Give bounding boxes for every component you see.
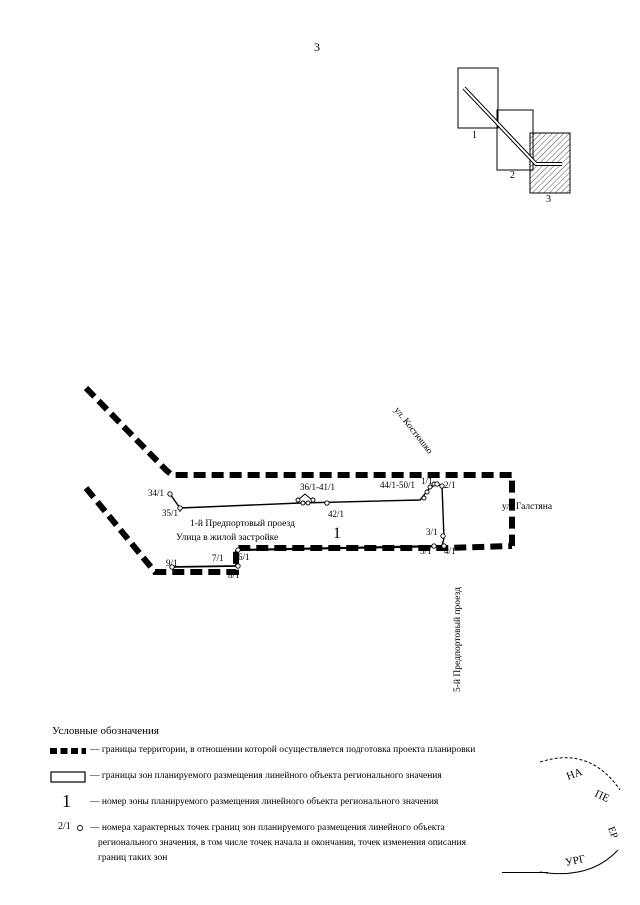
street-predportovy-5: 5-й Предпортовый проезд bbox=[452, 587, 463, 692]
legend-text-points-3: границ таких зон bbox=[98, 853, 168, 863]
stamp-text-1: НА bbox=[565, 766, 584, 783]
key-zone-1-frame bbox=[457, 67, 499, 129]
zone-number: 1 bbox=[333, 525, 341, 542]
legend-text-points-1: — номера характерных точек границ зон пл… bbox=[90, 823, 445, 833]
point-label-7: 7/1 bbox=[212, 553, 224, 563]
street-predportovy-1: 1-й Предпортовый проезд bbox=[190, 518, 295, 529]
point-label-35: 35/1 bbox=[162, 508, 178, 518]
point-label-3: 3/1 bbox=[426, 527, 438, 537]
legend-text-zone-number: — номер зоны планируемого размещения лин… bbox=[90, 797, 439, 807]
point-label-34: 34/1 bbox=[148, 488, 164, 498]
key-zone-3-label: 3 bbox=[546, 194, 551, 205]
main-map: 34/1 35/1 36/1-41/1 42/1 44/1-50/1 1/1 2… bbox=[83, 385, 553, 692]
stamp-text-2: ПЕ bbox=[593, 788, 612, 805]
legend-text-zone-boundary: — границы зон планируемого размещения ли… bbox=[90, 771, 442, 781]
stamp-text-3: ЕР bbox=[605, 825, 619, 840]
stamp-text-4: УРГ bbox=[564, 853, 586, 869]
point-label-44-50: 44/1-50/1 bbox=[380, 480, 415, 490]
point-circle-symbol bbox=[77, 825, 83, 831]
point-label-6: 6/1 bbox=[238, 552, 250, 562]
point-label-4: 4/1 bbox=[444, 546, 456, 556]
point-label-8: 8/1 bbox=[228, 570, 240, 580]
key-zone-1-label: 1 bbox=[472, 130, 477, 141]
point-label-42: 42/1 bbox=[328, 509, 344, 519]
zone-number-symbol: 1 bbox=[62, 791, 71, 811]
point-label-9: 9/1 bbox=[166, 558, 178, 568]
point-label-5: 5/1 bbox=[420, 546, 432, 556]
street-residential: Улица в жилой застройке bbox=[176, 532, 278, 543]
key-zone-2-label: 2 bbox=[510, 170, 515, 181]
point-label-36-41: 36/1-41/1 bbox=[300, 482, 335, 492]
point-label-2: 2/1 bbox=[444, 480, 456, 490]
street-galstyana: ул. Галстяна bbox=[502, 502, 553, 512]
legend-text-points-2: регионального значения, в том числе точе… bbox=[98, 838, 466, 848]
legend-item-points: 2/1 — номера характерных точек границ зо… bbox=[50, 821, 610, 871]
signature-line bbox=[502, 872, 548, 873]
legend-text-territory: — границы территории, в отношении которо… bbox=[90, 745, 476, 755]
page-number: 3 bbox=[314, 40, 320, 54]
legend-item-territory: — границы территории, в отношении которо… bbox=[50, 743, 610, 759]
legend-item-zone-boundary: — границы зон планируемого размещения ли… bbox=[50, 769, 610, 785]
point-label-1: 1/1 bbox=[421, 476, 433, 486]
stamp: НА ПЕ ЕР УРГ bbox=[539, 757, 621, 875]
key-map: 1 2 3 bbox=[457, 67, 571, 205]
street-kostyushko: ул. Костюшко bbox=[392, 406, 435, 457]
legend-title: Условные обозначения bbox=[52, 725, 159, 737]
legend-item-zone-number: 1 — номер зоны планируемого размещения л… bbox=[50, 791, 610, 813]
rectangle-symbol bbox=[50, 771, 86, 783]
dashed-line-symbol bbox=[50, 748, 86, 754]
point-number-symbol: 2/1 bbox=[58, 821, 71, 832]
boundary-points bbox=[167, 481, 447, 570]
